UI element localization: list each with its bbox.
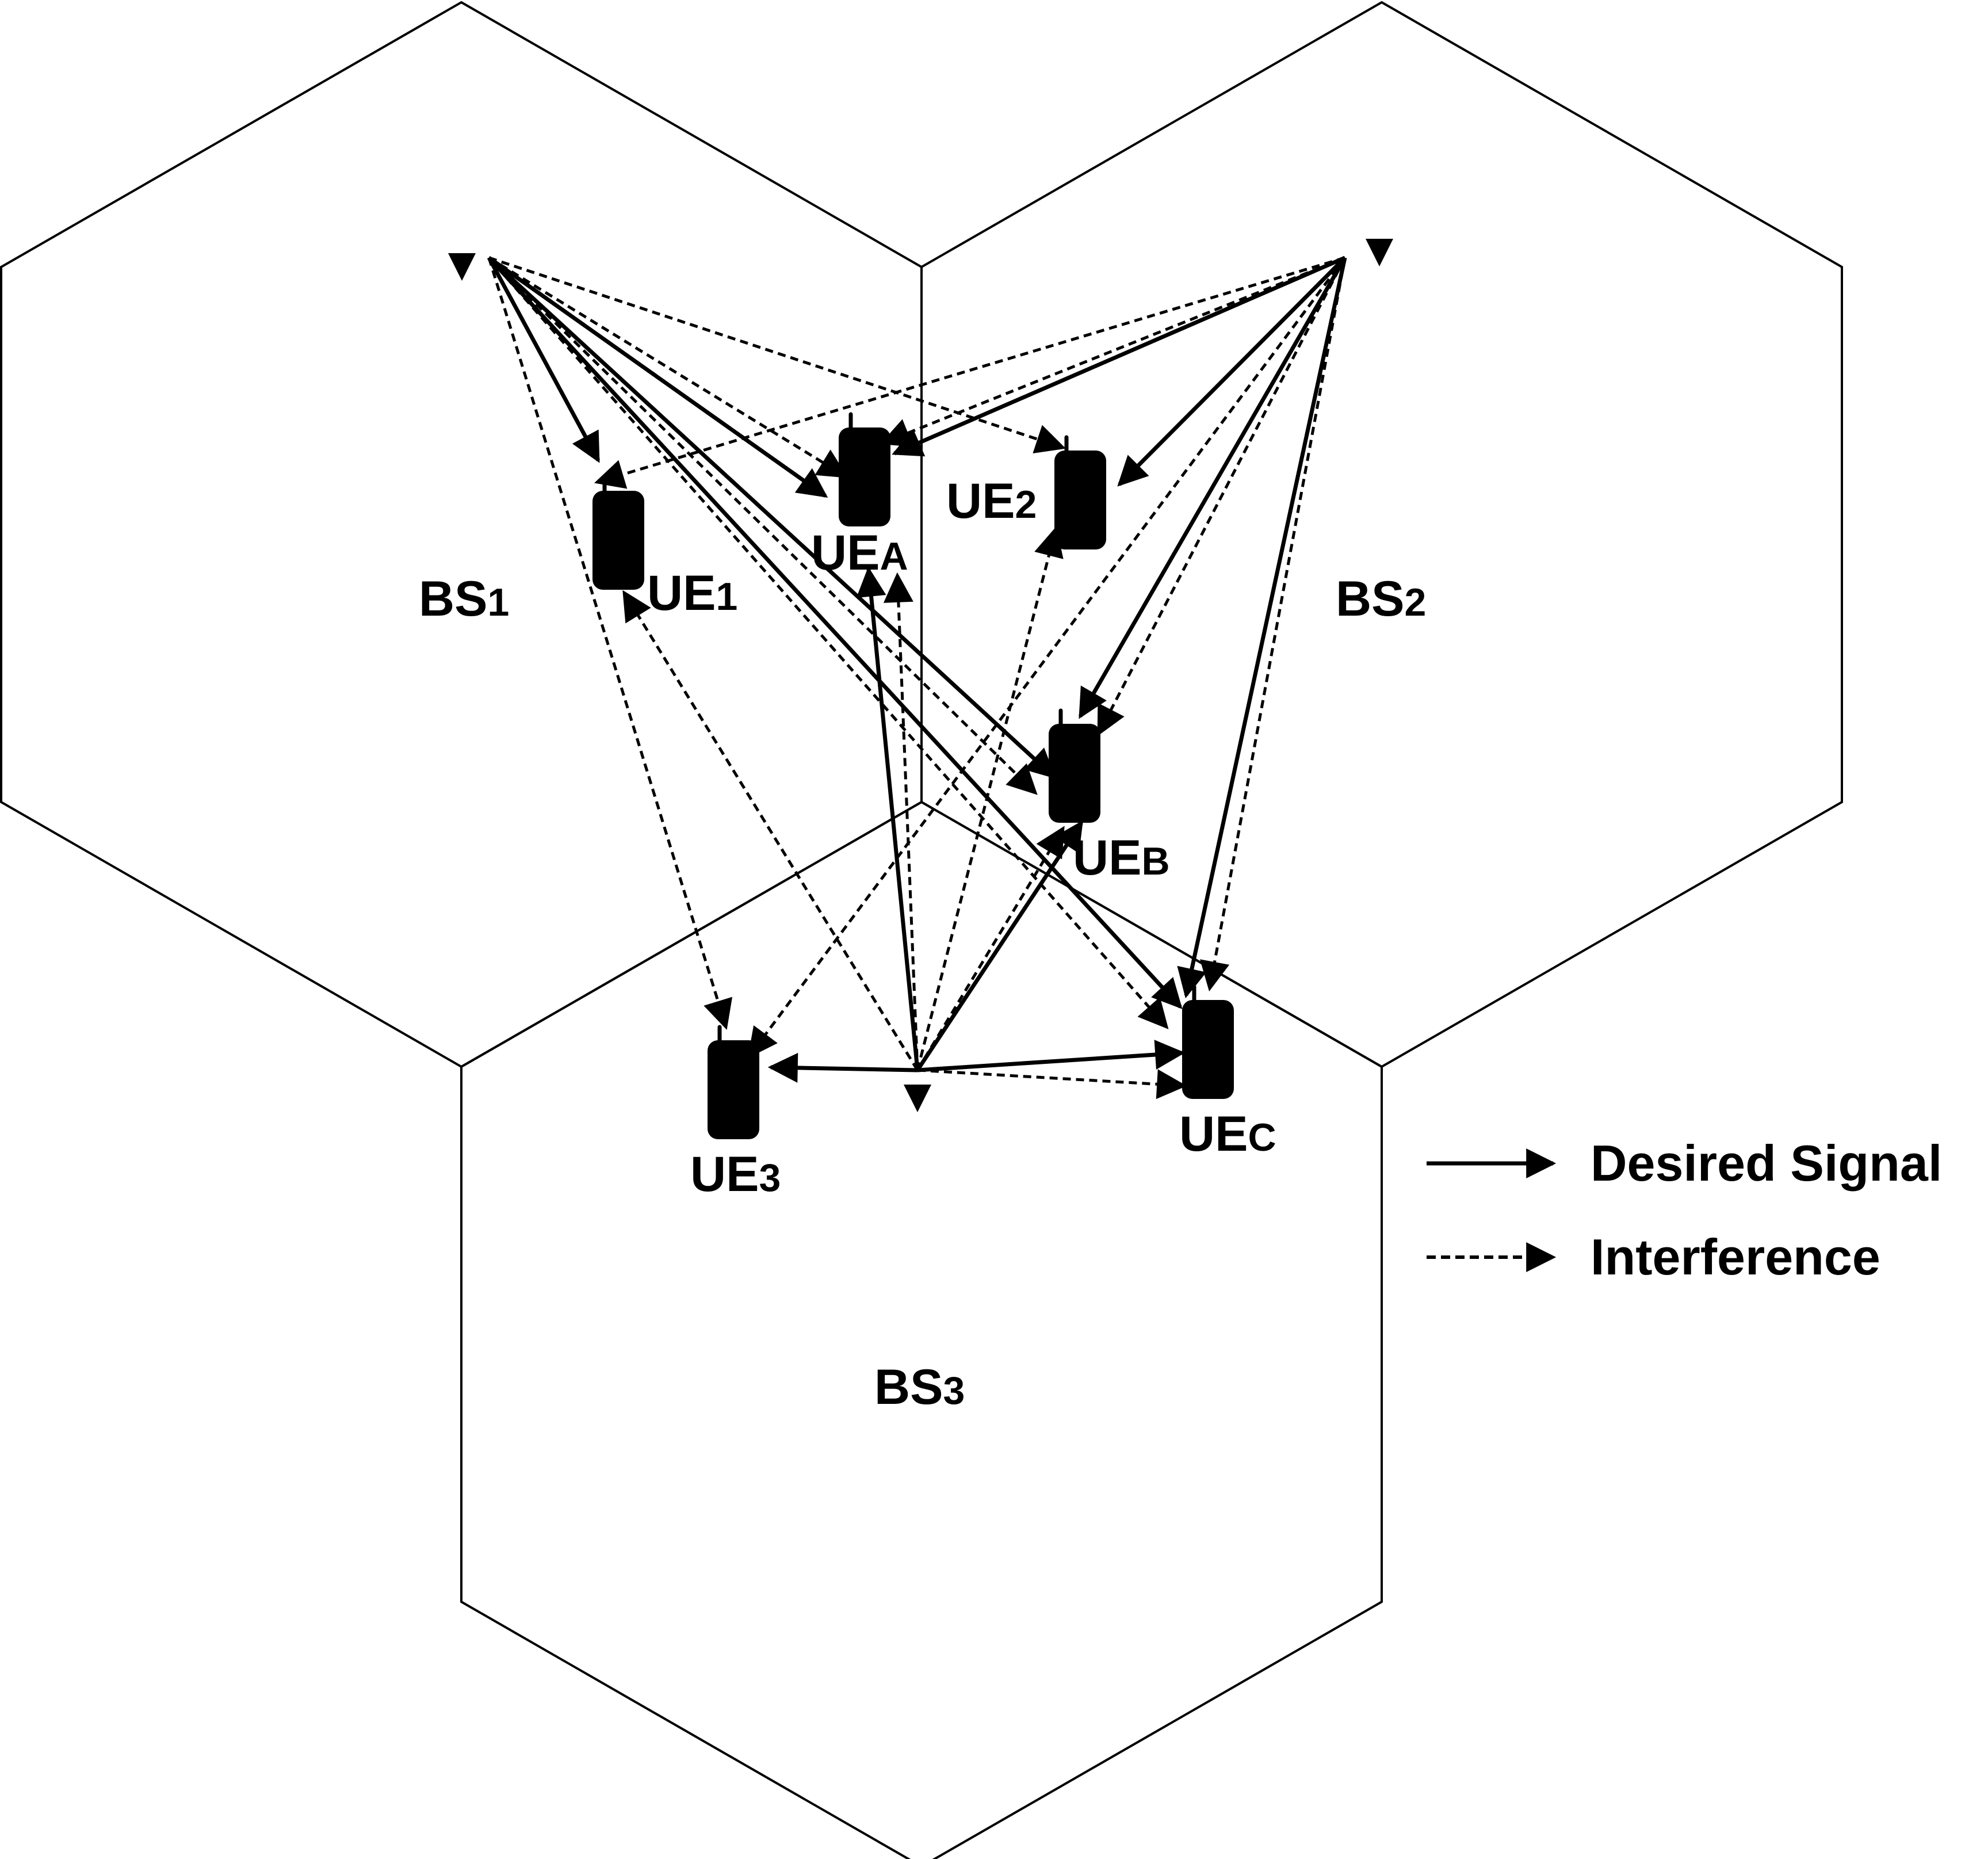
link-desired-bs3-ue3 bbox=[767, 1052, 918, 1083]
link-interference-bs1-ueb bbox=[488, 257, 1038, 795]
link-desired-bs3-ueb bbox=[916, 820, 1083, 1071]
link-desired-bs2-ueb bbox=[1078, 257, 1347, 719]
label-uea: UEA bbox=[811, 525, 908, 581]
tower-bs3-icon bbox=[850, 1085, 985, 1350]
link-interference-bs2-ue3 bbox=[747, 257, 1347, 1059]
link-desired-bs1-uec bbox=[487, 256, 1183, 1009]
label-ue3: UE3 bbox=[690, 1147, 781, 1202]
link-desired-bs2-uec bbox=[1177, 257, 1347, 999]
legend: Desired Signal Interference bbox=[1427, 1135, 1942, 1285]
phone-ue2-icon bbox=[1054, 437, 1106, 549]
link-interference-bs2-uea bbox=[880, 256, 1345, 447]
link-interference-bs3-ueb bbox=[916, 826, 1065, 1071]
link-interference-bs3-uea bbox=[883, 572, 919, 1071]
link-interference-bs1-uec bbox=[488, 257, 1169, 1029]
link-interference-bs1-ue3 bbox=[487, 257, 733, 1030]
phone-uec-icon bbox=[1182, 987, 1234, 1099]
legend-desired-label: Desired Signal bbox=[1591, 1135, 1942, 1192]
link-desired-bs2-uea bbox=[892, 255, 1346, 457]
label-bs2: BS2 bbox=[1336, 571, 1426, 627]
link-interference-bs3-uec bbox=[917, 1068, 1187, 1100]
cell-boundaries bbox=[0, 1, 1843, 1859]
node-labels: BS1 BS2 BS3 UE1 UE2 UE3 UEA UEB UEC bbox=[419, 474, 1426, 1415]
phone-ue1-icon bbox=[592, 478, 644, 590]
link-desired-bs1-ue1 bbox=[487, 257, 601, 463]
phone-ue3-icon bbox=[708, 1027, 759, 1139]
link-desired-bs2-ue2 bbox=[1117, 256, 1347, 487]
link-interference-bs3-ue1 bbox=[622, 590, 919, 1071]
label-bs3: BS3 bbox=[874, 1360, 965, 1415]
link-desired-bs1-uea bbox=[487, 256, 828, 498]
cell-bs1 bbox=[0, 1, 923, 1068]
link-interference-bs1-ue2 bbox=[488, 256, 1066, 453]
phone-uea-icon bbox=[839, 414, 890, 526]
phone-ueb-icon bbox=[1049, 711, 1100, 823]
link-interference-bs2-ueb bbox=[1097, 257, 1347, 736]
link-interference-bs3-ue2 bbox=[916, 526, 1064, 1071]
label-uec: UEC bbox=[1179, 1106, 1276, 1162]
label-bs1: BS1 bbox=[419, 571, 509, 627]
label-ueb: UEB bbox=[1073, 830, 1170, 885]
signal-links bbox=[487, 255, 1347, 1100]
link-desired-bs3-uea bbox=[856, 566, 920, 1071]
link-interference-bs1-uea bbox=[488, 256, 848, 478]
link-desired-bs1-ueb bbox=[487, 256, 1056, 779]
link-desired-bs3-uec bbox=[917, 1040, 1186, 1072]
link-interference-bs2-ue1 bbox=[594, 256, 1345, 489]
label-ue1: UE1 bbox=[647, 566, 737, 621]
legend-interference-label: Interference bbox=[1591, 1228, 1880, 1285]
link-interference-bs2-uec bbox=[1199, 257, 1347, 992]
cell-bs3 bbox=[460, 800, 1383, 1859]
label-ue2: UE2 bbox=[946, 474, 1037, 529]
